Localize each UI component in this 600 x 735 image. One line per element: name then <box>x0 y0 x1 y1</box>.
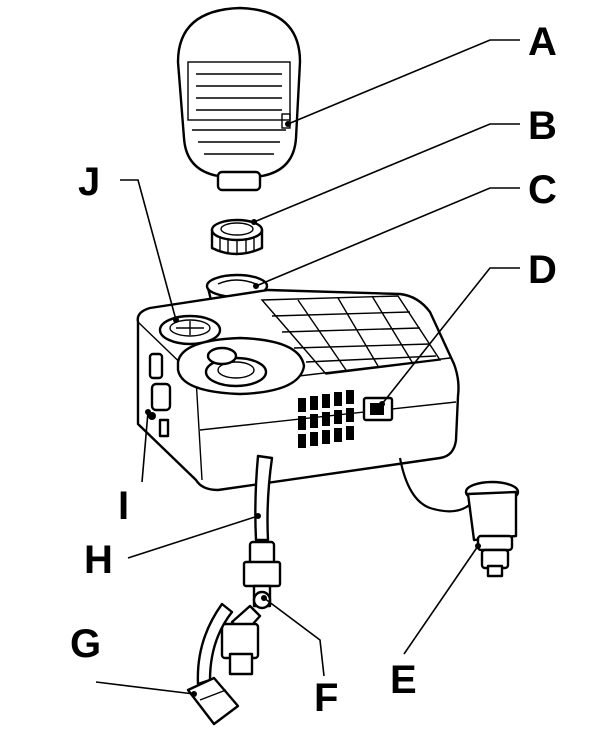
leader-b <box>253 123 520 223</box>
sealant-bottle <box>176 6 302 192</box>
callout-d: D <box>528 248 557 292</box>
callout-c: C <box>528 168 557 212</box>
callout-j: J <box>78 160 101 204</box>
leader-f <box>263 597 325 677</box>
callout-h: H <box>84 538 113 582</box>
callout-b: B <box>528 104 557 148</box>
callout-g: G <box>70 622 102 666</box>
callout-e: E <box>390 658 417 702</box>
side-vents <box>298 390 354 448</box>
air-hose <box>186 454 282 726</box>
callout-i: I <box>118 484 130 528</box>
leader-a <box>287 39 520 125</box>
power-plug <box>398 457 520 578</box>
leader-g <box>95 681 195 695</box>
compressor-body <box>136 288 460 492</box>
leader-e <box>403 545 479 655</box>
bottle-cap <box>210 218 264 256</box>
leader-h <box>127 515 259 559</box>
leader-d <box>381 267 520 405</box>
callout-f: F <box>314 676 339 720</box>
callout-a: A <box>528 20 557 64</box>
leader-c <box>255 187 520 287</box>
leader-i <box>141 411 149 483</box>
leader-j <box>120 179 177 321</box>
